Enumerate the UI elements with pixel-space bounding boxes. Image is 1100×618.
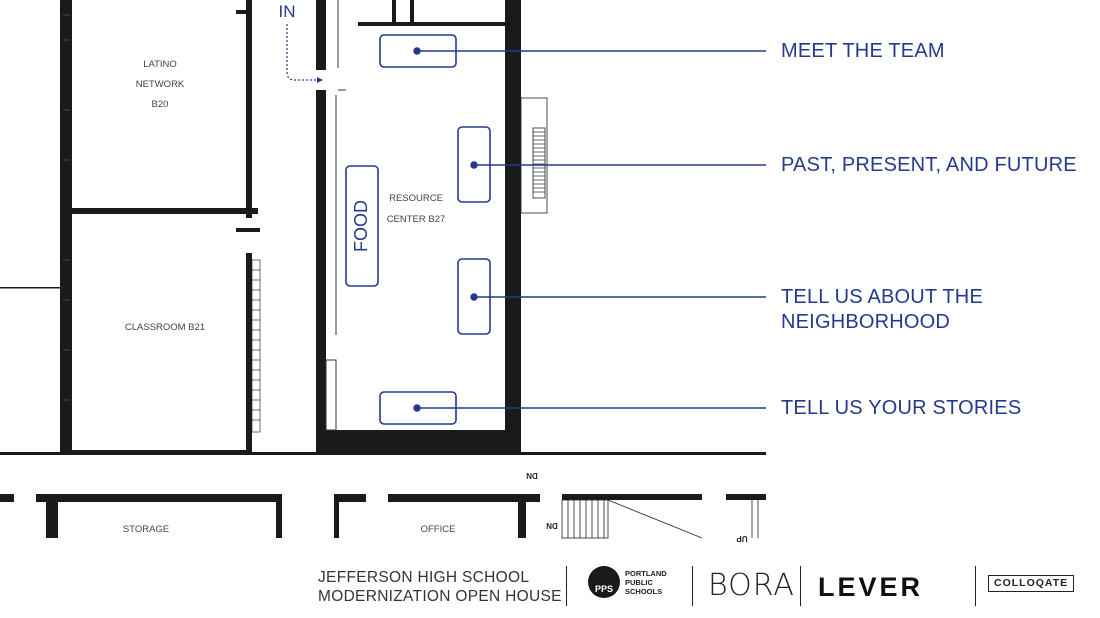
station-label-line: PAST, PRESENT, AND FUTURE xyxy=(781,154,1077,176)
footer-divider xyxy=(692,566,693,606)
station-label-line: MEET THE TEAM xyxy=(781,40,945,62)
event-title: JEFFERSON HIGH SCHOOL MODERNIZATION OPEN… xyxy=(318,568,562,606)
room-resource-center-line2: CENTER B27 xyxy=(387,214,446,225)
stair-label-dn-top: DN xyxy=(526,471,538,480)
stair-label-up: UP xyxy=(736,534,748,543)
pps-logo-icon: PPS xyxy=(588,566,620,598)
leader-lines xyxy=(413,47,766,412)
footer-divider xyxy=(800,566,801,606)
station-label-line: TELL US YOUR STORIES xyxy=(781,397,1022,419)
pps-logo-group: PPS PORTLAND PUBLIC SCHOOLS xyxy=(588,566,667,598)
room-latino-network-line1: LATINO xyxy=(143,59,177,70)
food-label: FOOD xyxy=(351,200,371,252)
footer-divider xyxy=(975,566,976,606)
pps-mark: PPS xyxy=(594,584,613,594)
floor-plan: LATINO NETWORK B20 CLASSROOM B21 RESOURC… xyxy=(0,0,766,543)
room-office: OFFICE xyxy=(421,524,456,535)
event-title-line2: MODERNIZATION OPEN HOUSE xyxy=(318,588,562,605)
walls-bottom-rooms xyxy=(0,494,766,538)
footer-divider xyxy=(566,566,567,606)
room-classroom: CLASSROOM B21 xyxy=(125,322,205,333)
stair-label-dn-bottom: DN xyxy=(546,521,558,530)
pps-name-line: PORTLAND xyxy=(625,568,667,578)
pps-name-line: SCHOOLS xyxy=(625,586,663,596)
vent-hatching-left xyxy=(251,259,261,433)
food-table xyxy=(345,165,379,287)
window-hatching-left xyxy=(63,14,70,401)
bora-logo: BORA xyxy=(708,568,795,603)
entry-arrowhead xyxy=(317,77,323,83)
walls-resource-center xyxy=(0,0,766,455)
room-latino-network-line2: NETWORK xyxy=(136,79,185,90)
stair-treads xyxy=(533,131,545,193)
station-label-line: NEIGHBORHOOD xyxy=(781,311,951,333)
station-label-neighborhood: TELL US ABOUT THE NEIGHBORHOOD xyxy=(781,285,983,335)
room-latino-network-line3: B20 xyxy=(152,99,169,110)
walls-left xyxy=(0,0,260,455)
inner-walls xyxy=(325,0,346,431)
event-title-line1: JEFFERSON HIGH SCHOOL xyxy=(318,569,530,586)
station-label-line: TELL US ABOUT THE xyxy=(781,286,983,308)
station-label-past-present-future: PAST, PRESENT, AND FUTURE xyxy=(781,153,1077,178)
pps-name-line: PUBLIC xyxy=(625,577,653,587)
room-storage: STORAGE xyxy=(123,524,169,535)
pps-name: PORTLAND PUBLIC SCHOOLS xyxy=(625,569,667,596)
station-label-meet-the-team: MEET THE TEAM xyxy=(781,39,945,64)
station-label-stories: TELL US YOUR STORIES xyxy=(781,396,1021,421)
lever-logo: LEVER xyxy=(818,572,924,602)
colloqate-logo: COLLOQATE xyxy=(988,575,1075,592)
entry-path-arrow xyxy=(286,24,318,81)
room-resource-center-line1: RESOURCE xyxy=(389,193,443,204)
stair-right xyxy=(520,97,548,214)
entry-label: IN xyxy=(279,2,296,21)
stair-bottom xyxy=(561,499,759,539)
